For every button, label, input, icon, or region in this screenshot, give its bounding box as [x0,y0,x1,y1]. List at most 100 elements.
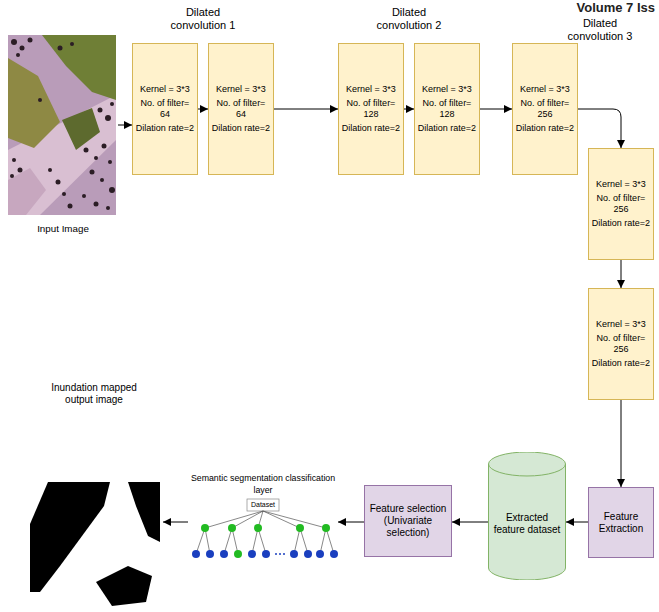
node-text: Semantic segmentation classification lay… [188,472,338,496]
input-image-part-part [109,187,115,193]
input-image-part-part [58,46,63,51]
node-subtext: No. of filter= 256 [591,193,651,215]
group-label: Dilated convolution 3 [560,17,640,43]
decision-tree-figure-part [224,528,232,554]
node-subtext: No. of filter= 128 [341,98,401,120]
node-subtext: Dataset [247,499,279,511]
dilated-conv-box: Kernel = 3*3No. of filter= 128Dilation r… [414,43,480,175]
node-text: Feature Extraction [592,511,650,535]
dilated-conv-box: Kernel = 3*3No. of filter= 64Dilation ra… [132,43,198,175]
node-text: Kernel = 3*3 [596,319,646,330]
input-image-part-part [48,168,52,172]
node-text: Kernel = 3*3 [596,179,646,190]
input-image-part-part [16,53,20,57]
flow-arrow [578,109,621,148]
decision-tree-figure-part-part [304,550,312,558]
decision-tree-figure-part [263,511,326,528]
input-image-part-part [84,148,89,153]
flow-arrow [404,109,414,110]
input-image-part-part [94,156,98,160]
flow-arrow [163,522,188,523]
group-label: Dilated convolution 1 [158,6,248,32]
cylinder-rim [489,464,566,476]
node-subtext: Dilation rate=2 [342,123,400,134]
node-subtext: Dilation rate=2 [516,123,574,134]
decision-tree-figure-part-part [330,550,338,558]
output-image-part [96,566,152,606]
input-image-part-part [106,206,110,210]
output-image-node: Inundation mapped output image [28,380,163,610]
decision-tree-figure-part [196,528,205,554]
decision-tree-figure-part [326,528,334,554]
input-image-part-part [102,144,107,149]
input-image-part-part [94,202,99,207]
input-image-part-part [12,158,16,162]
flow-arrow [338,522,364,523]
dilated-conv-box: Kernel = 3*3No. of filter= 256Dilation r… [588,288,654,400]
decision-tree-figure-part [252,528,258,554]
decision-tree-figure-part [320,528,326,554]
flow-arrow [621,260,622,288]
node-text: Kernel = 3*3 [346,84,396,95]
dilated-conv-box: Kernel = 3*3No. of filter= 256Dilation r… [512,43,578,175]
input-image-part-part [110,102,114,106]
decision-tree-figure-part-part [316,550,324,558]
input-image-part-part [20,46,25,51]
decision-tree-figure-part-part [283,553,285,555]
decision-tree-figure-part [232,528,238,554]
output-image-part [30,482,110,592]
output-image-part [30,480,160,606]
input-image-part-part [18,168,23,173]
decision-tree-figure-part-part [201,524,209,532]
cylinder-body [489,452,566,580]
input-image-part [42,35,116,100]
decision-tree-figure-part-part [254,524,262,532]
decision-tree-figure-part-part [275,553,277,555]
node-text: Input Image [8,222,118,235]
input-image-part [8,168,46,215]
flow-arrow [566,522,588,523]
decision-tree-figure-part-part [279,553,281,555]
input-image-part-part [70,42,74,46]
node-text: Feature selection (Univariate selection) [368,503,448,539]
decision-tree-figure-part-part [234,550,242,558]
node-subtext: Dilation rate=2 [592,358,650,369]
decision-tree-figure-part [275,553,285,555]
node-subtext: No. of filter= 256 [515,98,575,120]
input-image-part-part [98,108,103,113]
flow-arrow [274,109,338,110]
output-image [30,480,160,606]
flow-arrow [198,109,208,110]
node-subtext: No. of filter= 64 [211,98,271,120]
decision-tree-figure-part [258,528,266,554]
header-text: Volume 7 Iss [559,0,655,15]
node-subtext: Dilation rate=2 [212,123,270,134]
dilated-conv-box: Kernel = 3*3No. of filter= 128Dilation r… [338,43,404,175]
node-text: Kernel = 3*3 [140,84,190,95]
process-box: Feature Extraction [588,487,654,558]
group-label: Dilated convolution 2 [364,6,454,32]
input-image-part-part [28,38,33,43]
decision-tree-figure-part-part [220,550,228,558]
decision-tree-figure-part-part [296,524,304,532]
node-subtext: Dilation rate=2 [418,123,476,134]
node-text: Kernel = 3*3 [422,84,472,95]
input-image-part-part [38,98,42,102]
decision-tree-figure-part-part [248,550,256,558]
flow-arrow [480,109,512,110]
input-image-part-part [108,160,112,164]
dilated-conv-box: Kernel = 3*3No. of filter= 256Dilation r… [588,148,654,260]
flow-arrow [118,125,132,126]
decision-tree-figure-part-part [290,550,298,558]
input-image-node: Input Image [8,35,118,241]
decision-tree-figure-part [192,550,338,558]
input-image-part-part [10,174,14,178]
node-subtext: Dilation rate=2 [136,123,194,134]
input-image-part [10,38,115,211]
process-box: Feature selection (Univariate selection) [364,485,452,557]
input-image-part-part [56,180,61,185]
decision-tree-figure [192,499,338,558]
decision-tree-figure-part-part [192,550,200,558]
dilated-conv-box: Kernel = 3*3No. of filter= 64Dilation ra… [208,43,274,175]
input-image-part [8,35,116,215]
